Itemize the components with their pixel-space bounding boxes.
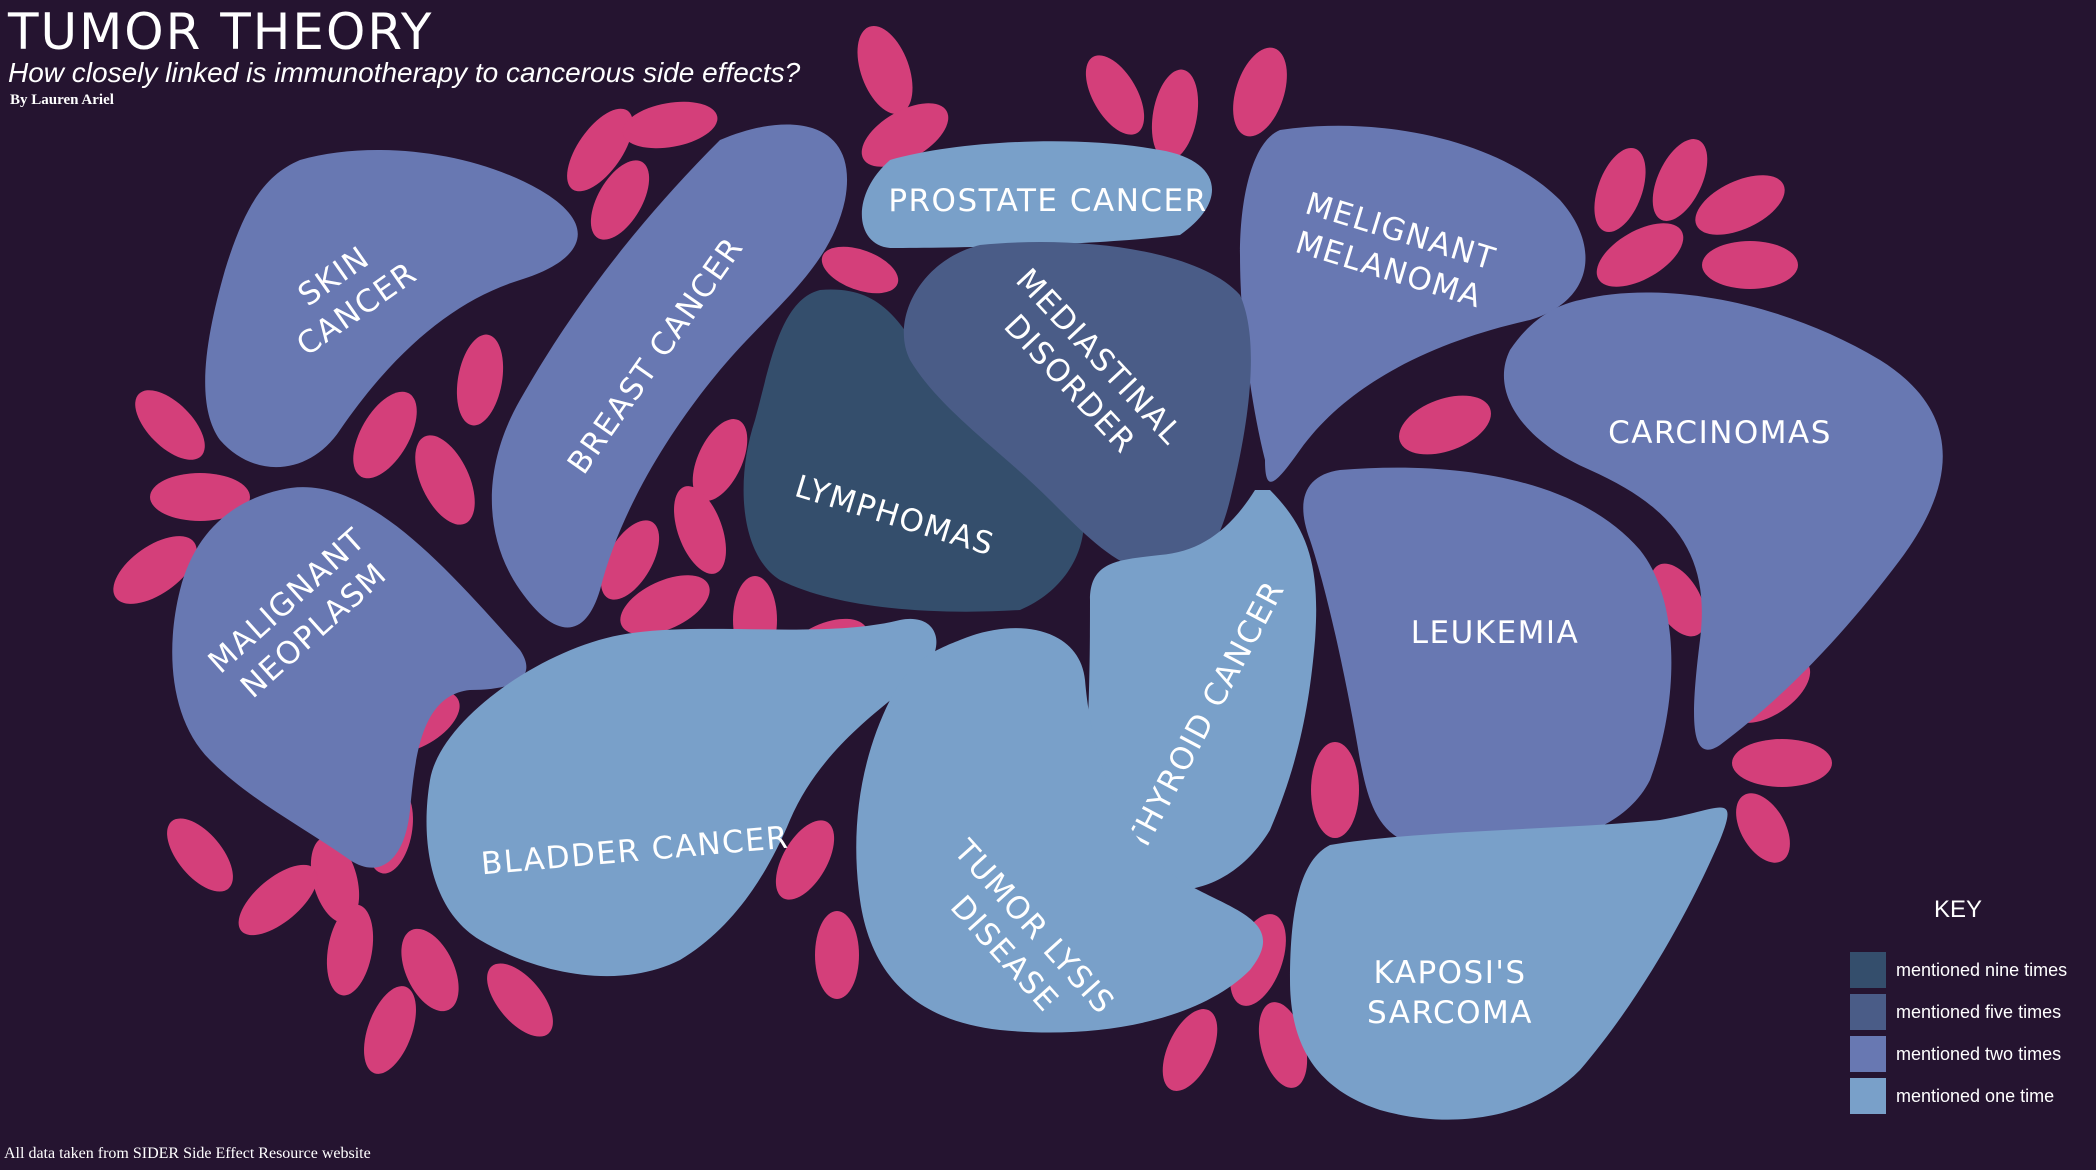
petal-shape [821,246,899,294]
petal-shape [456,334,504,426]
petal-shape [600,520,660,600]
legend-title: KEY [1934,896,1983,923]
page-subtitle: How closely linked is immunotherapy to c… [8,57,801,88]
legend-label: mentioned two times [1896,1043,2062,1064]
page-title: TUMOR THEORY [8,3,434,61]
legend-item-nine: mentioned nine times [1850,952,2067,988]
petal-shape [861,103,949,167]
petal-shape [135,390,205,460]
petal-shape [622,101,718,149]
tumor-blob-shape [1290,807,1728,1120]
tumor-prostate-cancer: PROSTATE CANCER [861,141,1213,248]
petal-shape [620,575,710,635]
petal-shape [1702,241,1798,289]
petal-shape [113,536,197,604]
legend-label: mentioned five times [1896,1001,2062,1022]
tumor-blob-shape [172,487,527,868]
tumor-mediastinal-disorder: MEDIASTINALDISORDER [903,242,1251,576]
petal-shape [1652,139,1708,221]
legend-item-five: mentioned five times [1850,994,2061,1030]
petal-shape [1732,739,1832,787]
petal-shape [857,26,913,114]
petal-shape [1085,55,1145,135]
tumor-carcinomas: CARCINOMAS [1503,292,1943,750]
petal-shape [1399,395,1491,455]
petal-shape [1311,742,1359,838]
petal-shape [364,986,416,1074]
petal-shape [1594,147,1646,233]
tumor-label: PROSTATE CANCER [888,183,1207,219]
tumor-blob-shape [743,289,1084,612]
petal-shape [567,108,633,192]
tumor-leukemia: LEUKEMIA [1303,467,1672,851]
legend-label: mentioned one time [1896,1085,2055,1106]
tumor-blob-shape [491,124,848,628]
tumor-blob-shape [205,150,578,468]
tumor-blob-shape [1084,490,1317,890]
tumor-bladder-cancer: BLADDER CANCER [426,618,937,977]
petal-shape [167,818,233,892]
petal-shape [238,864,318,936]
petal-shape [1695,175,1785,235]
tumor-tumor-lysis-disease: TUMOR LYSISDISEASE [856,628,1264,1033]
tumor-blob-shape [1503,292,1943,750]
tumor-blob-shape [1303,467,1672,851]
tumor-blob-shape [856,628,1264,1033]
tumor-malignant-neoplasm: MALIGNANTNEOPLASM [172,487,527,868]
tumor-lymphomas: LYMPHOMAS [743,289,1084,612]
author-byline: By Lauren Ariel [10,92,114,108]
petal-shape [1736,793,1790,863]
petal-shape [815,911,859,999]
tumor-label: LEUKEMIA [1411,615,1580,651]
tumor-blob-shape [861,141,1213,248]
petal-shape [401,928,459,1012]
tumor-blob-shape [1240,125,1586,482]
petal-shape [692,419,748,501]
petal-shape [326,904,374,996]
petal-shape [150,473,250,521]
petal-shape [1162,1009,1218,1091]
source-note: All data taken from SIDER Side Effect Re… [4,1145,371,1162]
legend-swatch [1850,952,1886,988]
petal-shape [353,391,417,479]
petal-shape [415,435,475,525]
petal-shape [775,820,835,900]
legend-swatch [1850,994,1886,1030]
legend-item-one: mentioned one time [1850,1078,2054,1114]
tumor-skin-cancer: SKINCANCER [205,150,578,468]
tumor-thyroid-cancer: THYROID CANCER [1084,490,1317,890]
legend-item-two: mentioned two times [1850,1036,2061,1072]
tumor-blob-shape [903,242,1251,576]
petal-shape [310,837,360,923]
legend-swatch [1850,1036,1886,1072]
petal-shape [674,486,726,574]
tumor-label: CARCINOMAS [1608,415,1832,451]
tumor-melignant-melanoma: MELIGNANTMELANOMA [1240,125,1586,482]
petal-shape [1151,69,1199,161]
legend-swatch [1850,1078,1886,1114]
tumor-blob-shape [426,618,937,977]
petal-shape [487,963,553,1037]
petal-shape [1596,223,1684,287]
legend-label: mentioned nine times [1896,959,2068,980]
petal-shape [590,160,650,240]
petal-shape [1233,47,1287,137]
